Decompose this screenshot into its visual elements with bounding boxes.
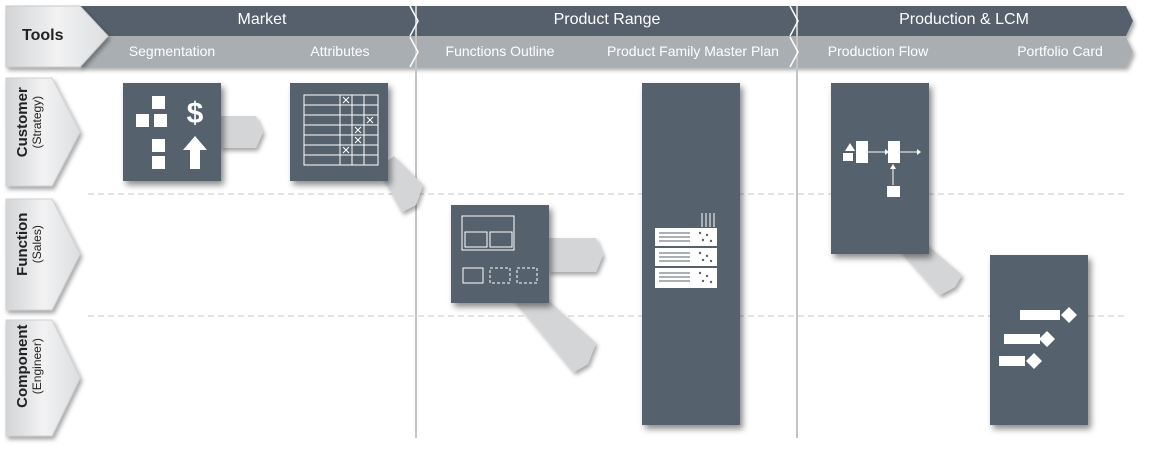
flow-chart-icon (843, 141, 921, 197)
row-tab-function (5, 198, 81, 311)
portfolio-card-tool[interactable] (990, 255, 1088, 425)
functions-outline-tool[interactable] (451, 205, 549, 303)
square-icon (152, 96, 165, 109)
square-icon (154, 114, 167, 127)
row-label-function: Function (Sales) (13, 212, 44, 276)
square-icon (152, 156, 165, 169)
phase-market: Market (237, 11, 287, 28)
square-icon (152, 139, 165, 152)
production-flow-tool[interactable] (831, 83, 929, 254)
row-label-component: Component (Engineer) (13, 324, 44, 408)
dollar-icon: $ (187, 97, 204, 130)
step-product-family-master-plan: Product Family Master Plan (607, 43, 779, 59)
phase-product-range: Product Range (553, 11, 661, 28)
row-label-customer: Customer (Strategy) (13, 87, 44, 158)
row-tab-customer (5, 77, 81, 187)
step-production-flow: Production Flow (827, 43, 929, 59)
attributes-tool[interactable] (290, 83, 388, 181)
stacked-list-icon (655, 213, 717, 288)
segmentation-tool[interactable]: $ (123, 83, 221, 181)
wireframe-icon (461, 215, 538, 284)
up-arrow-icon (183, 136, 207, 169)
step-attributes: Attributes (310, 43, 370, 59)
milestone-bars-icon (999, 307, 1077, 369)
step-segmentation: Segmentation (128, 43, 216, 59)
header-step-band (80, 37, 1133, 67)
step-portfolio-card: Portfolio Card (1017, 43, 1103, 59)
tools-tab (5, 5, 109, 68)
tools-label: Tools (22, 27, 64, 44)
row-tab-component (5, 319, 81, 437)
product-family-master-plan-tool[interactable] (642, 83, 740, 425)
step-functions-outline: Functions Outline (445, 43, 555, 59)
square-icon (136, 114, 149, 127)
phase-production-lcm: Production & LCM (899, 11, 1029, 28)
table-grid-icon (303, 94, 379, 166)
header-phase-band (80, 6, 1133, 36)
